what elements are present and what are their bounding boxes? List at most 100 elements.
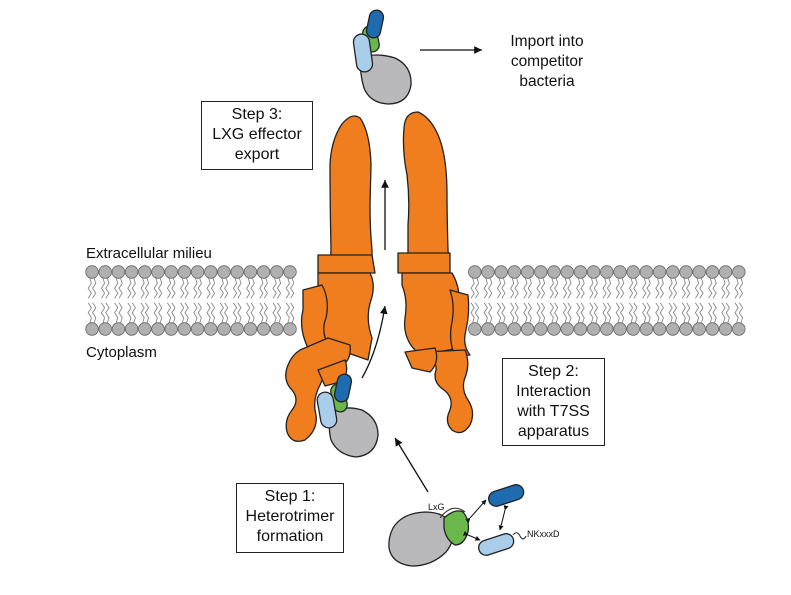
lipid-head [600, 322, 614, 336]
lipid-head [283, 265, 297, 279]
lipid-tail [488, 278, 493, 299]
lipid-head [507, 322, 522, 336]
lipid-tail [681, 278, 686, 299]
lipid-tail [144, 302, 150, 323]
lipid-tail [554, 302, 559, 323]
lipid-tail [633, 302, 638, 323]
lipid-head [718, 265, 733, 279]
lipid-head [111, 322, 126, 336]
lipid-tail [721, 302, 726, 323]
lipid-head [481, 322, 495, 336]
lipid-head [534, 265, 548, 279]
lipid-tail [628, 278, 634, 299]
lipid-tail [540, 278, 546, 299]
lipid-tail [259, 302, 264, 323]
lipid-head [98, 322, 112, 336]
lipid-head [151, 322, 165, 336]
step3-line: export [234, 146, 280, 163]
lipid-tail [285, 302, 290, 323]
lipid-head [507, 265, 522, 279]
step1-arrow [394, 437, 429, 493]
lipid-head [692, 322, 706, 336]
import-line: competitor [510, 53, 584, 70]
lipid-head [547, 322, 561, 336]
lxg-label: LxG [428, 502, 445, 512]
lipid-tail [237, 302, 242, 323]
lipid-tail [118, 302, 123, 323]
lipid-tail [171, 302, 176, 323]
lipid-head [547, 265, 561, 279]
step3-line: Step 3: [231, 106, 283, 123]
lipid-head [732, 322, 746, 336]
lipid-tail [184, 278, 189, 299]
lipid-head [613, 322, 627, 336]
lipid-tail [153, 302, 158, 323]
lipid-tail [276, 302, 282, 323]
lipid-tail [659, 302, 664, 323]
lipid-tail [642, 302, 647, 323]
lipid-tail [514, 302, 519, 323]
step2-line: Step 2: [528, 363, 579, 380]
lipid-tail [536, 278, 541, 299]
lipid-head [586, 322, 601, 336]
lipid-tail [171, 278, 176, 299]
lipid-tail [527, 302, 532, 323]
lipid-tail [734, 278, 739, 299]
lipid-head [124, 322, 139, 336]
lipid-tail [153, 278, 158, 299]
lipid-head [520, 322, 535, 336]
nk-label: NKxxxD [527, 529, 560, 539]
lipid-tail [105, 278, 110, 299]
lipid-head [494, 265, 508, 279]
lipid-tail [620, 302, 625, 323]
lipid-tail [290, 302, 295, 323]
lipid-tail [290, 278, 295, 299]
lipid-head [164, 322, 178, 336]
lipid-tail [540, 302, 546, 323]
lipid-tail [131, 278, 136, 299]
lipid-tail [686, 302, 691, 323]
lipid-tail [602, 302, 607, 323]
lipid-tail [589, 278, 594, 299]
lipid-tail [549, 302, 554, 323]
lipid-head [679, 322, 693, 336]
lipid-tail [263, 278, 268, 299]
lipid-head [468, 265, 482, 279]
lipid-tail [131, 302, 136, 323]
lipid-tail [118, 278, 123, 299]
lipid-tail [105, 302, 110, 323]
lipid-head [494, 322, 508, 336]
lipid-tail [193, 302, 198, 323]
lipid-tail [87, 302, 92, 323]
lipid-tail [87, 278, 92, 299]
lipid-tail [510, 278, 515, 299]
lipid-head [283, 322, 297, 336]
lipid-tail [206, 302, 211, 323]
lipid-tail [646, 278, 651, 299]
lipid-head [85, 265, 99, 279]
lipid-tail [593, 278, 598, 299]
lipid-tail [483, 278, 488, 299]
lipid-head [732, 265, 746, 279]
lipid-tail [694, 278, 700, 299]
extracellular-label: Extracellular milieu [86, 245, 212, 262]
lipid-head [256, 322, 271, 336]
lipid-tail [140, 278, 145, 299]
lipid-tail [197, 278, 202, 299]
lipid-tail [259, 278, 264, 299]
lipid-head [666, 265, 680, 279]
channel-arrow [361, 305, 388, 379]
import-text: Import into competitor bacteria [487, 32, 607, 92]
cytoplasm-label: Cytoplasm [86, 344, 157, 361]
import-line: Import into [510, 33, 584, 50]
lipid-tail [285, 278, 290, 299]
lipid-tail [589, 302, 594, 323]
lipid-tail [474, 278, 480, 299]
t7ss-apparatus-right [397, 111, 474, 434]
lipid-tail [180, 302, 185, 323]
lipid-head [652, 322, 667, 336]
step1-line: Step 1: [264, 488, 316, 505]
lipid-tail [580, 278, 585, 299]
lipid-tail [224, 278, 229, 299]
